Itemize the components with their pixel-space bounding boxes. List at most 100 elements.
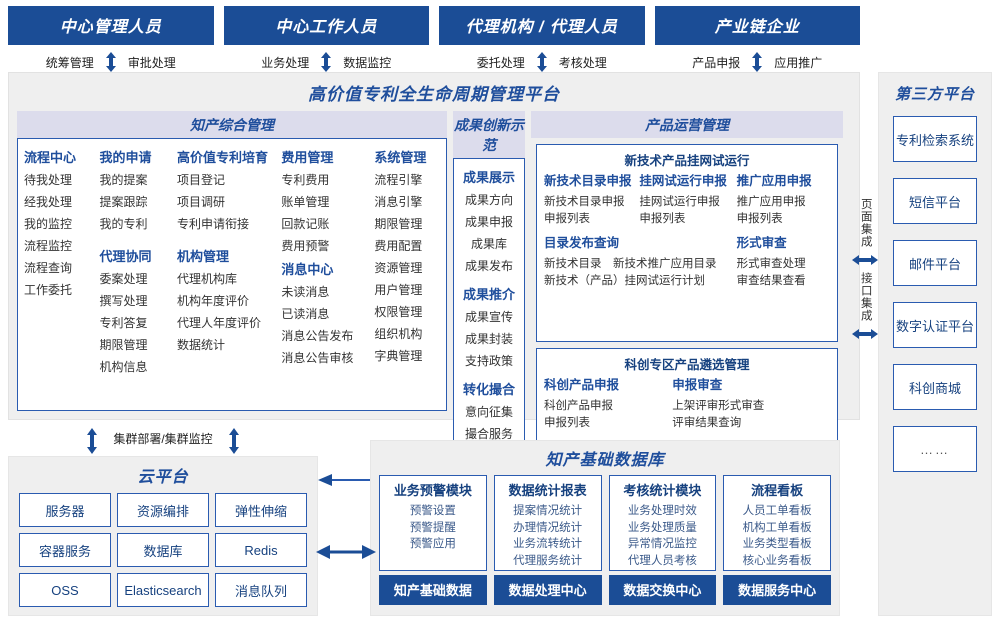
menu-item[interactable]: 费用配置: [374, 239, 423, 253]
group-head-message-center[interactable]: 消息中心: [281, 262, 334, 277]
menu-item[interactable]: 审查结果查看: [736, 275, 806, 287]
menu-item[interactable]: 期限管理: [374, 217, 423, 231]
kdb-footer-exchange-center[interactable]: 数据交换中心: [608, 575, 717, 605]
group-head[interactable]: 形式审查: [736, 236, 787, 251]
menu-item[interactable]: 字典管理: [374, 349, 423, 363]
kdb-item[interactable]: 业务流转统计: [513, 538, 583, 551]
menu-item[interactable]: 未读消息: [281, 285, 330, 299]
kdb-item[interactable]: 代理人员考核: [627, 555, 697, 568]
kdb-item[interactable]: 预警设置: [409, 505, 456, 517]
menu-item[interactable]: 申报列表: [544, 212, 590, 225]
menu-item[interactable]: 委案处理: [99, 272, 148, 286]
cloud-cell-elasticsearch[interactable]: Elasticsearch: [117, 573, 209, 607]
menu-item[interactable]: 成果方向: [464, 193, 513, 207]
menu-item[interactable]: 机构信息: [99, 360, 148, 374]
kdb-footer-processing-center[interactable]: 数据处理中心: [493, 575, 602, 605]
menu-item[interactable]: 项目调研: [176, 195, 225, 209]
group-head-org-management[interactable]: 机构管理: [176, 249, 229, 264]
menu-item[interactable]: 我的提案: [99, 173, 148, 187]
group-head-flow-center[interactable]: 流程中心: [24, 150, 77, 165]
third-party-item-more[interactable]: ……: [893, 426, 977, 472]
menu-item[interactable]: 用户管理: [374, 283, 423, 297]
menu-item[interactable]: 申报列表: [639, 212, 686, 225]
menu-item[interactable]: 机构年度评价: [176, 294, 249, 308]
menu-item[interactable]: 流程引擎: [374, 173, 423, 187]
menu-item[interactable]: 代理机构库: [176, 272, 237, 286]
menu-item[interactable]: 成果申报: [464, 215, 513, 229]
group-head[interactable]: 挂网试运行申报: [639, 174, 727, 188]
kdb-card-head[interactable]: 流程看板: [751, 483, 804, 498]
menu-item[interactable]: 形式审查处理: [736, 257, 806, 270]
kdb-item[interactable]: 办理情况统计: [513, 521, 583, 534]
third-party-item-digital-cert[interactable]: 数字认证平台: [893, 302, 977, 348]
menu-item[interactable]: 意向征集: [464, 405, 513, 419]
menu-item[interactable]: 撮合服务: [464, 427, 513, 441]
group-head-achievement-promotion[interactable]: 成果推介: [462, 287, 515, 302]
menu-item[interactable]: 消息公告发布: [281, 329, 354, 343]
menu-item[interactable]: 我的专利: [99, 217, 148, 231]
menu-item[interactable]: 科创产品申报: [544, 399, 613, 412]
menu-item[interactable]: 已读消息: [281, 307, 330, 321]
menu-item[interactable]: 费用预警: [281, 239, 330, 253]
cloud-cell-message-queue[interactable]: 消息队列: [215, 573, 307, 607]
menu-item[interactable]: 流程监控: [24, 239, 73, 253]
kdb-item[interactable]: 核心业务看板: [742, 555, 812, 568]
kdb-item[interactable]: 异常情况监控: [627, 538, 697, 551]
menu-item[interactable]: 挂网试运行申报: [639, 195, 720, 208]
group-head-system-management[interactable]: 系统管理: [374, 150, 427, 165]
kdb-card-head[interactable]: 考核统计模块: [623, 483, 702, 498]
group-head-my-application[interactable]: 我的申请: [99, 150, 152, 165]
menu-item[interactable]: 新技术目录申报: [544, 195, 625, 208]
menu-item[interactable]: 成果宣传: [464, 310, 513, 324]
role-title-3[interactable]: 产业链企业: [654, 6, 860, 45]
menu-item[interactable]: 消息公告审核: [281, 351, 354, 365]
menu-item[interactable]: 工作委托: [24, 283, 73, 297]
menu-item[interactable]: 上架评审形式审查: [672, 399, 765, 412]
kdb-item[interactable]: 业务处理质量: [627, 521, 697, 534]
menu-item[interactable]: 新技术（产品）挂网试运行计划: [544, 275, 705, 287]
menu-item[interactable]: 资源管理: [374, 261, 423, 275]
role-title-2[interactable]: 代理机构 / 代理人员: [439, 6, 645, 45]
group-head[interactable]: 申报审查: [672, 378, 723, 392]
cloud-cell-database[interactable]: 数据库: [117, 533, 209, 567]
group-head[interactable]: 科创产品申报: [544, 378, 620, 392]
menu-item[interactable]: 撰写处理: [99, 294, 148, 308]
menu-item[interactable]: 经我处理: [24, 195, 73, 209]
menu-item[interactable]: 提案跟踪: [99, 195, 148, 209]
menu-item[interactable]: 申报列表: [736, 212, 783, 225]
menu-item[interactable]: 账单管理: [281, 195, 330, 209]
kdb-item[interactable]: 代理服务统计: [513, 555, 583, 568]
kdb-footer-basic-data[interactable]: 知产基础数据: [379, 575, 487, 605]
menu-item[interactable]: 成果库: [470, 237, 507, 251]
role-title-1[interactable]: 中心工作人员: [223, 6, 429, 45]
role-title-0[interactable]: 中心管理人员: [8, 6, 214, 45]
group-head-hv-patent-cultivation[interactable]: 高价值专利培育: [176, 150, 268, 165]
menu-item[interactable]: 专利答复: [99, 316, 148, 330]
menu-item[interactable]: 新技术目录 新技术推广应用目录: [544, 257, 717, 270]
group-head[interactable]: 新技术目录申报: [544, 174, 632, 188]
menu-item[interactable]: 评审结果查询: [672, 416, 742, 429]
menu-item[interactable]: 项目登记: [176, 173, 225, 187]
cloud-cell-autoscaling[interactable]: 弹性伸缩: [215, 493, 307, 527]
cloud-cell-container[interactable]: 容器服务: [19, 533, 111, 567]
cloud-cell-redis[interactable]: Redis: [215, 533, 307, 567]
menu-item[interactable]: 成果封装: [464, 332, 513, 346]
cloud-cell-orchestration[interactable]: 资源编排: [117, 493, 209, 527]
menu-item[interactable]: 权限管理: [374, 305, 423, 319]
menu-item[interactable]: 我的监控: [24, 217, 73, 231]
menu-item[interactable]: 数据统计: [176, 338, 225, 352]
third-party-item-email[interactable]: 邮件平台: [893, 240, 977, 286]
kdb-item[interactable]: 业务类型看板: [742, 538, 812, 551]
kdb-card-head[interactable]: 数据统计报表: [508, 483, 587, 498]
menu-item[interactable]: 申报列表: [544, 416, 590, 429]
menu-item[interactable]: 支持政策: [464, 354, 513, 368]
group-head[interactable]: 推广应用申报: [736, 174, 812, 188]
group-head-transfer-matchmaking[interactable]: 转化撮合: [462, 382, 515, 397]
menu-item[interactable]: 待我处理: [24, 173, 73, 187]
menu-item[interactable]: 推广应用申报: [736, 195, 806, 208]
kdb-item[interactable]: 业务处理时效: [627, 505, 697, 517]
third-party-item-patent-search[interactable]: 专利检索系统: [893, 116, 977, 162]
menu-item[interactable]: 组织机构: [374, 327, 423, 341]
kdb-item[interactable]: 提案情况统计: [513, 505, 583, 517]
group-head-fee-management[interactable]: 费用管理: [281, 150, 334, 165]
